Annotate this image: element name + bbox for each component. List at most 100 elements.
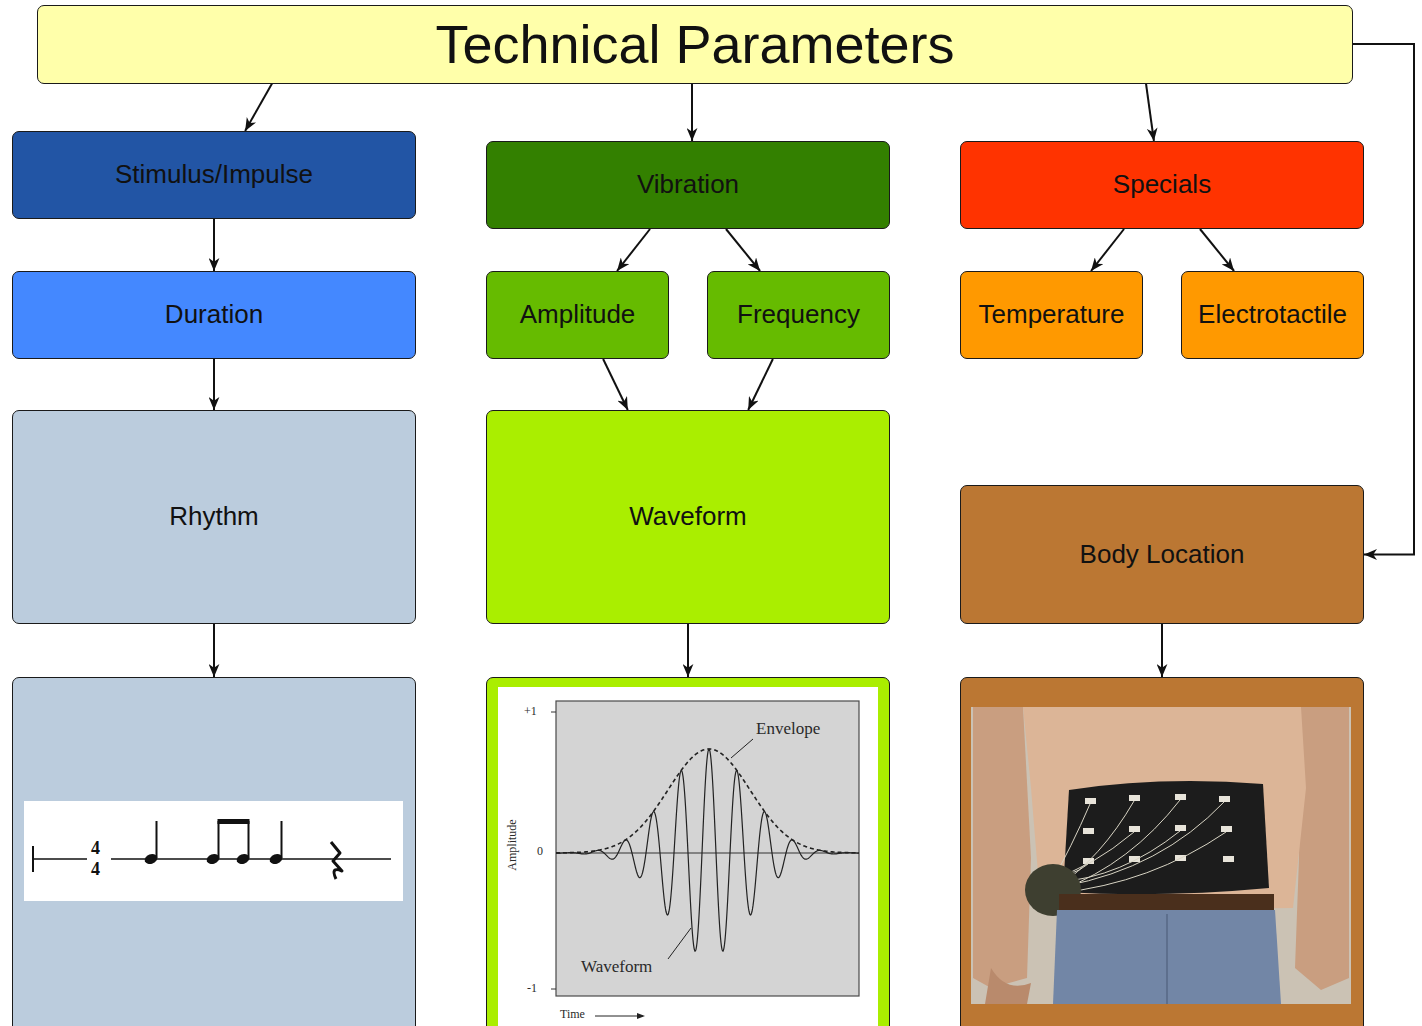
- box-label: Stimulus/Impulse: [115, 160, 313, 190]
- waveform-chart: [487, 678, 891, 1026]
- box-label: Electrotactile: [1198, 300, 1347, 330]
- connector-arrow: [603, 359, 628, 410]
- text-block: Body Location: [1080, 540, 1245, 570]
- connector-arrow: [1091, 229, 1124, 271]
- connector-arrow: [617, 229, 650, 271]
- parameter-box: Temperature: [960, 271, 1143, 359]
- chart-label: Amplitude: [506, 819, 518, 870]
- parameter-box: Amplitude: [486, 271, 669, 359]
- body-photo-part: [1063, 781, 1269, 894]
- text-block: Frequency: [737, 300, 860, 330]
- parameter-box: Frequency: [707, 271, 890, 359]
- body-photo-part: [1221, 826, 1232, 832]
- pattern-box: Waveform: [486, 410, 890, 624]
- body-photo-part: [1175, 794, 1186, 800]
- waveform-chart-part: [556, 749, 859, 951]
- waveform-chart-part: [556, 749, 859, 853]
- waveform-chart-part: [498, 687, 878, 1026]
- chart-label: Waveform: [581, 958, 652, 975]
- category-box: Vibration: [486, 141, 890, 229]
- connector-arrow: [1200, 229, 1234, 271]
- illustration-panel: [12, 677, 416, 1026]
- body-photo-part: [1061, 800, 1180, 890]
- connector-arrow: [691, 84, 693, 142]
- rhythm-notation-part: [218, 819, 250, 824]
- illustration-panel: [486, 677, 890, 1026]
- illustration-panel: [960, 677, 1364, 1026]
- time-signature: 4: [91, 860, 100, 878]
- body-photo-part: [971, 707, 1351, 1004]
- box-label: Body Location: [1080, 540, 1245, 570]
- chart-label: -1: [527, 982, 537, 994]
- rhythm-notation-part: [248, 821, 250, 858]
- chart-label: 0: [537, 845, 543, 857]
- text-block: Stimulus/Impulse: [115, 160, 313, 190]
- connector-arrow: [213, 359, 215, 410]
- text-block: Duration: [165, 300, 263, 330]
- chart-label: +1: [524, 705, 537, 717]
- body-photo-part: [985, 968, 1031, 1004]
- box-label: Duration: [165, 300, 263, 330]
- connector-arrow: [687, 624, 689, 677]
- rhythm-notation-part: [218, 821, 220, 858]
- text-block: Waveform: [629, 502, 747, 532]
- rhythm-notation-part: [156, 821, 158, 858]
- category-box: Stimulus/Impulse: [12, 131, 416, 219]
- box-label: Vibration: [637, 170, 739, 200]
- box-label: Specials: [1113, 170, 1211, 200]
- connector-arrow: [726, 229, 760, 271]
- body-photo-part: [1057, 831, 1180, 882]
- body-photo-part: [973, 707, 1031, 988]
- body-photo-part: [1129, 795, 1140, 801]
- connector-arrow: [1161, 624, 1163, 677]
- text-block: Electrotactile: [1198, 300, 1347, 330]
- rhythm-notation-part: [331, 842, 342, 879]
- box-label: Waveform: [629, 502, 747, 532]
- body-photo-part: [1059, 894, 1274, 910]
- box-label: Temperature: [979, 300, 1125, 330]
- text-block: Specials: [1113, 170, 1211, 200]
- waveform-chart-part: [668, 928, 691, 959]
- waveform-chart-part: [556, 701, 859, 996]
- rhythm-notation-part: [24, 801, 403, 901]
- body-photo-part: [1175, 825, 1186, 831]
- rhythm-notation-part: [33, 858, 87, 860]
- pattern-box: Rhythm: [12, 410, 416, 624]
- waveform-chart-part: [637, 1013, 645, 1019]
- time-signature: 4: [91, 839, 100, 857]
- body-photo-part: [1219, 796, 1230, 802]
- body-photo-part: [1083, 828, 1094, 834]
- text-block: Amplitude: [520, 300, 636, 330]
- connector-arrow: [245, 84, 272, 132]
- waveform-chart-part: [731, 739, 753, 758]
- body-photo-part: [1085, 798, 1096, 804]
- chart-label: Envelope: [756, 720, 820, 737]
- body-photo-part: [1223, 856, 1234, 862]
- body-photo: [961, 678, 1365, 1026]
- chart-label: Time: [560, 1008, 585, 1020]
- text-block: Vibration: [637, 170, 739, 200]
- box-label: Frequency: [737, 300, 860, 330]
- title-box: Technical Parameters: [37, 5, 1353, 84]
- connector-arrow: [213, 624, 215, 677]
- rhythm-notation: [13, 678, 417, 1026]
- body-photo-part: [1059, 832, 1226, 893]
- body-photo-part: [1053, 910, 1281, 1004]
- parameter-box: Electrotactile: [1181, 271, 1364, 359]
- category-box: Specials: [960, 141, 1364, 229]
- text-block: Temperature: [979, 300, 1125, 330]
- connector-arrow: [748, 359, 773, 410]
- body-photo-part: [1166, 914, 1168, 1004]
- parameter-box: Duration: [12, 271, 416, 359]
- rhythm-notation-part: [281, 821, 283, 858]
- body-photo-part: [1129, 826, 1140, 832]
- box-label: Technical Parameters: [435, 13, 954, 75]
- waveform-chart-part: [551, 712, 556, 713]
- box-label: Amplitude: [520, 300, 636, 330]
- rhythm-notation-part: [32, 846, 34, 872]
- text-block: Technical Parameters: [435, 13, 954, 75]
- connector-arrow: [1146, 84, 1154, 142]
- waveform-chart-part: [551, 989, 556, 990]
